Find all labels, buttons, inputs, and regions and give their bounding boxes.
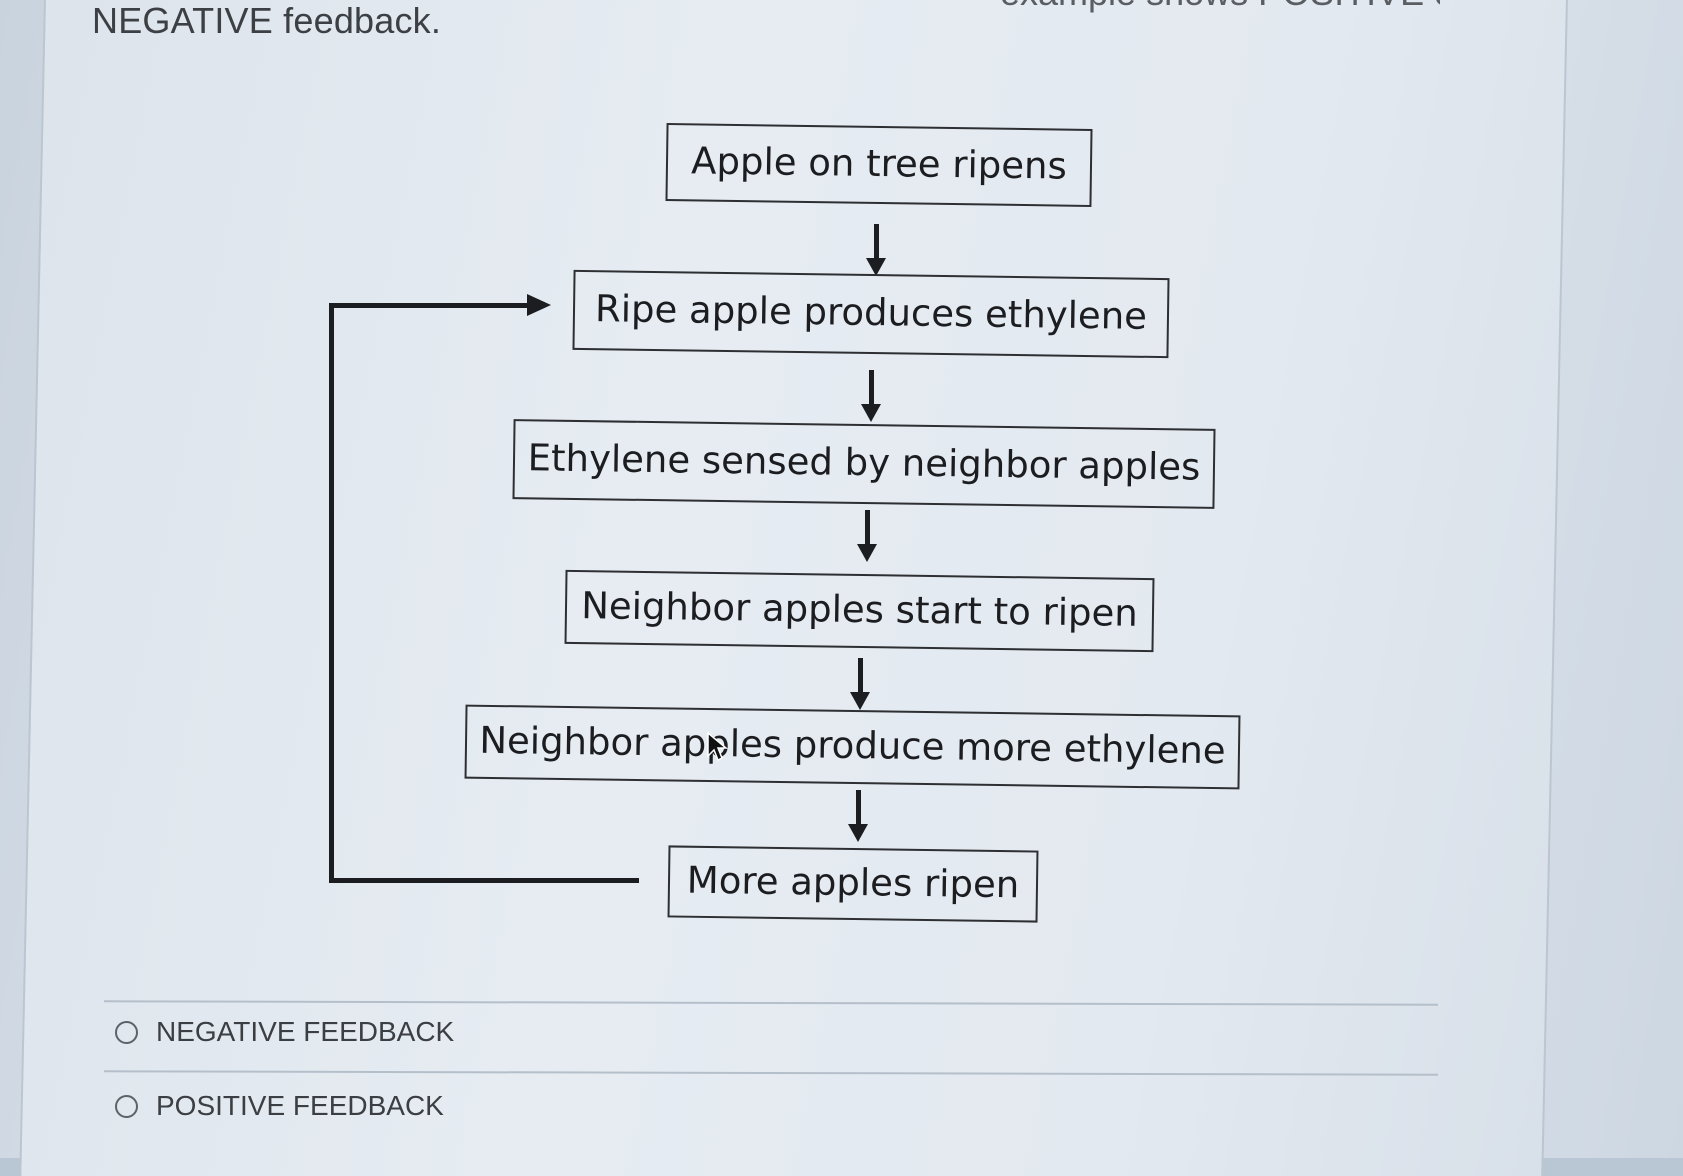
question-text: NEGATIVE feedback.: [92, 0, 442, 41]
question-text-partial: example shows POSITIVE or: [1000, 0, 1440, 14]
flow-step-3: Ethylene sensed by neighbor apples: [512, 419, 1216, 509]
arrow-down-icon: [861, 370, 881, 422]
flow-step-2: Ripe apple produces ethylene: [572, 269, 1170, 359]
arrow-down-icon: [848, 790, 868, 842]
arrow-down-icon: [866, 224, 886, 276]
feedback-loop-vertical-line: [329, 303, 334, 883]
flow-step-6: More apples ripen: [667, 845, 1039, 923]
arrow-down-icon: [850, 658, 870, 710]
flow-step-4: Neighbor apples start to ripen: [564, 569, 1155, 653]
radio-circle-icon[interactable]: [115, 1020, 138, 1044]
mouse-pointer-icon: [707, 732, 728, 762]
radio-circle-icon[interactable]: [115, 1094, 138, 1118]
option-negative-feedback[interactable]: NEGATIVE FEEDBACK: [115, 1016, 454, 1048]
arrow-right-icon: [527, 294, 551, 316]
option-label: POSITIVE FEEDBACK: [156, 1090, 444, 1121]
feedback-loop-bottom-line: [329, 878, 639, 883]
flow-step-5: Neighbor apples produce more ethylene: [464, 704, 1241, 790]
feedback-loop-top-line: [329, 303, 529, 308]
flow-step-1: Apple on tree ripens: [665, 123, 1093, 207]
option-positive-feedback[interactable]: POSITIVE FEEDBACK: [115, 1090, 444, 1122]
option-label: NEGATIVE FEEDBACK: [156, 1016, 455, 1047]
arrow-down-icon: [857, 510, 877, 562]
